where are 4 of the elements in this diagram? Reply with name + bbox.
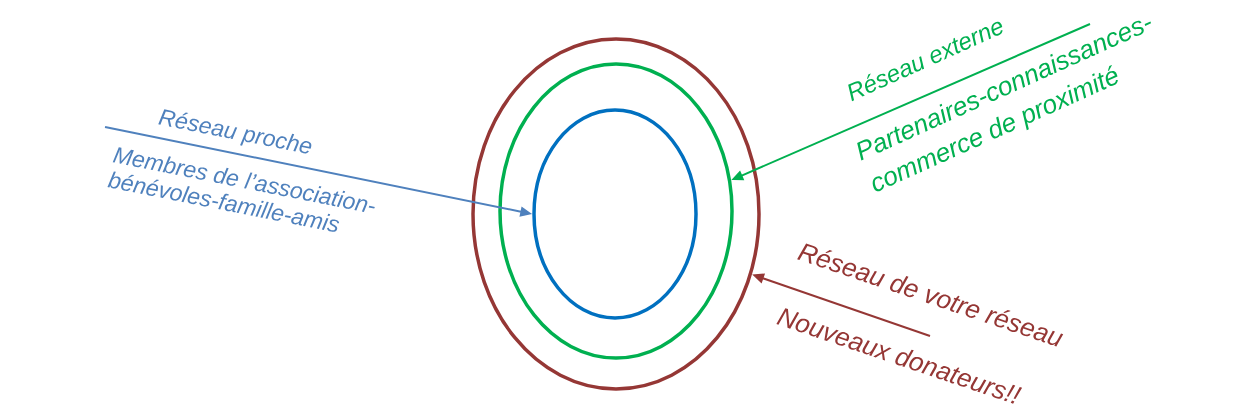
ellipse xyxy=(471,37,761,391)
ellipse xyxy=(498,62,734,360)
ellipse xyxy=(532,108,698,320)
heading: Réseau proche xyxy=(158,109,312,154)
